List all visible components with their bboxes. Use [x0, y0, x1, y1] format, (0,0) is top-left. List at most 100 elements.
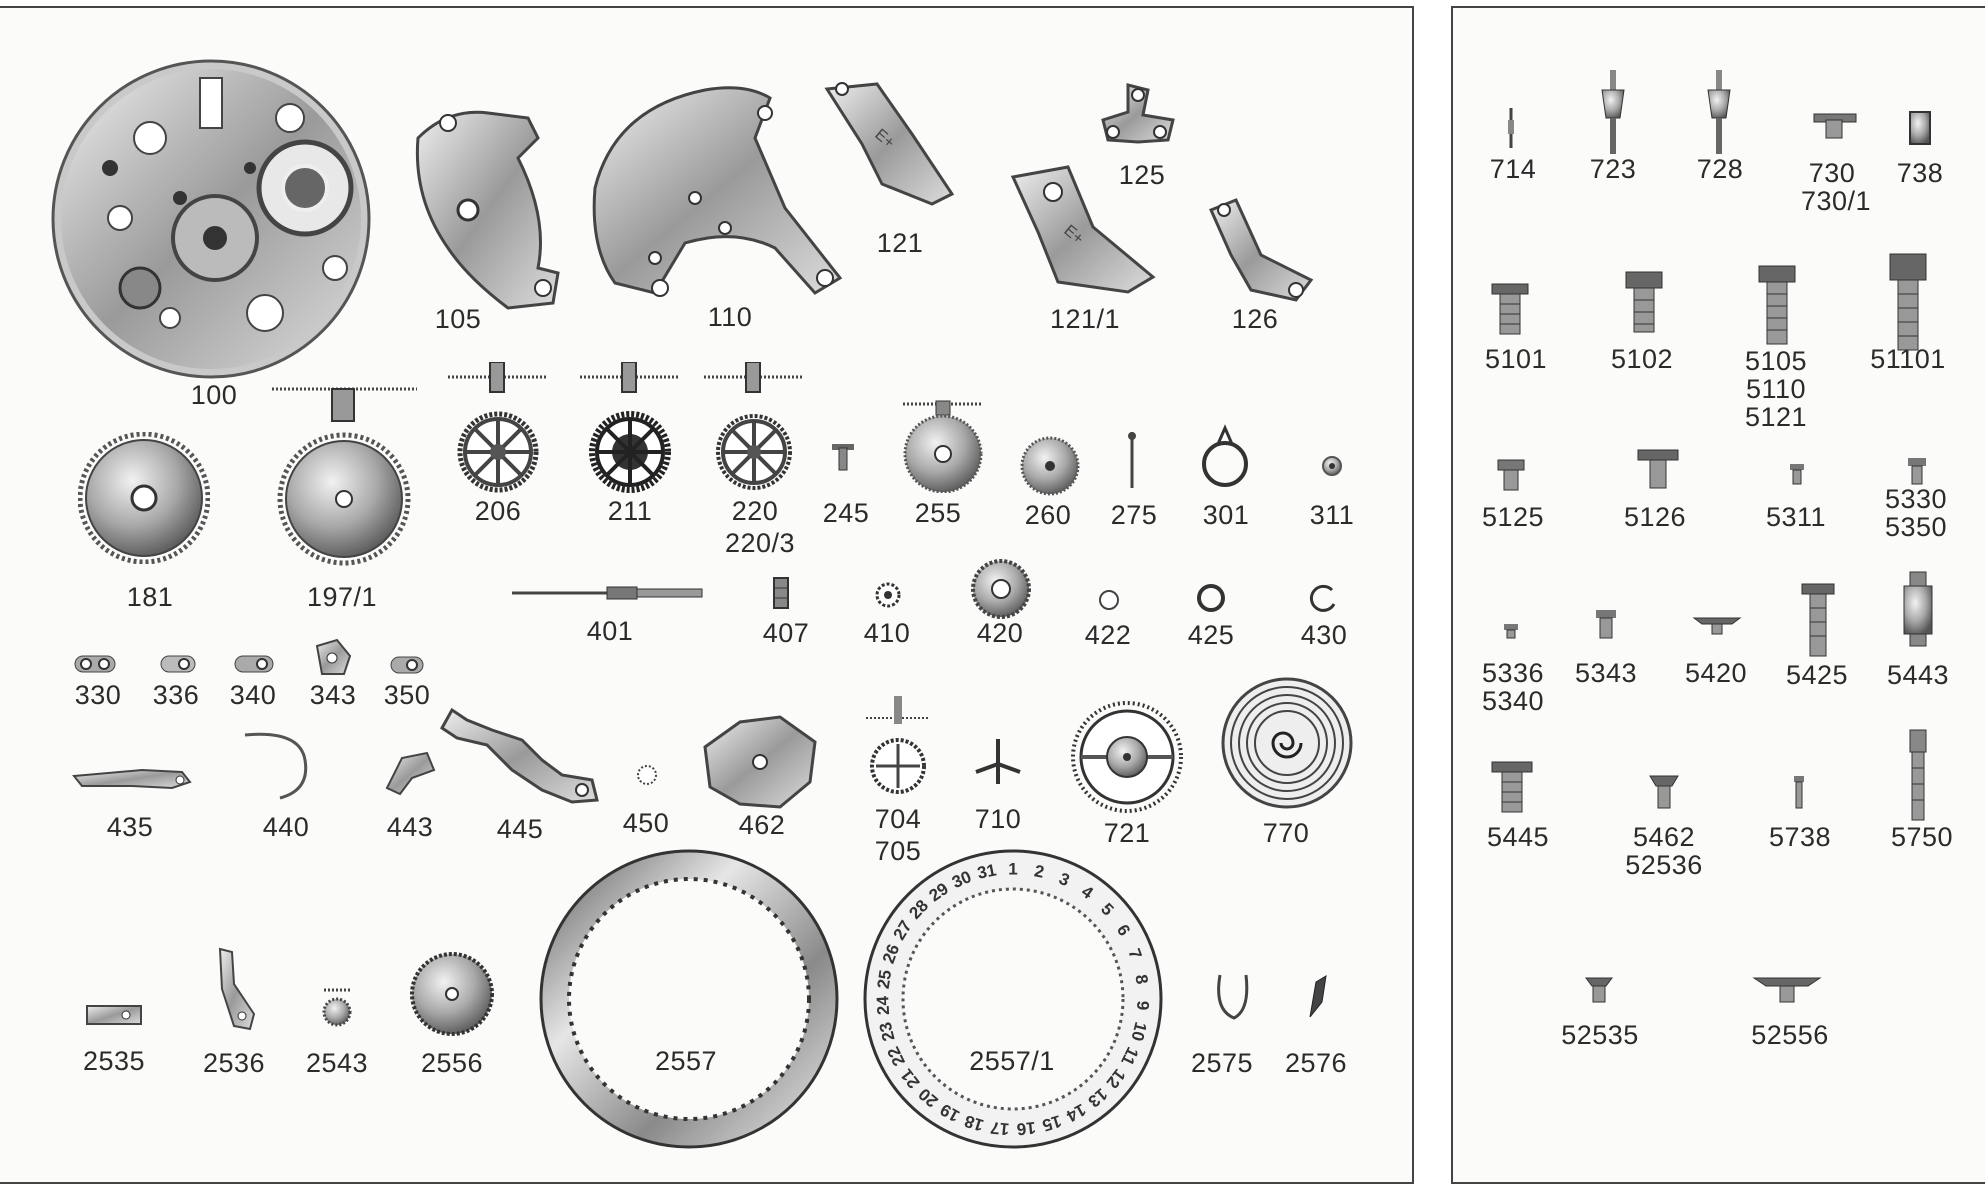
label-206: 206	[474, 496, 522, 526]
part-311-part	[1318, 454, 1346, 478]
part-121-lever: E+	[822, 74, 957, 209]
label-5110: 5110	[1745, 374, 1807, 404]
label-275: 275	[1110, 500, 1158, 530]
label-2556: 2556	[420, 1048, 484, 1078]
label-5311: 5311	[1765, 502, 1827, 532]
screw-5738	[1792, 774, 1806, 810]
part-730-roller	[1812, 110, 1858, 142]
part-2535-plate	[86, 1003, 142, 1027]
label-730-1: 730/1	[1800, 186, 1872, 216]
label-730: 730	[1808, 158, 1856, 188]
part-275-pin	[1124, 430, 1140, 490]
label-350: 350	[383, 680, 431, 710]
label-401: 401	[586, 616, 634, 646]
label-2536: 2536	[202, 1048, 266, 1078]
label-197-1: 197/1	[306, 582, 378, 612]
part-336-jewel	[160, 653, 196, 675]
label-435: 435	[106, 812, 154, 842]
part-422-washer	[1097, 588, 1121, 612]
part-2576-jumper	[1302, 972, 1330, 1022]
part-723-staff	[1596, 68, 1630, 156]
label-211: 211	[607, 496, 653, 526]
part-255-wheel	[903, 398, 983, 493]
part-407-pinion	[770, 576, 792, 610]
label-52535: 52535	[1561, 1020, 1639, 1050]
label-340: 340	[229, 680, 277, 710]
label-330: 330	[74, 680, 122, 710]
label-51101: 51101	[1870, 344, 1946, 374]
label-2557: 2557	[654, 1046, 718, 1076]
part-105-bridge	[408, 98, 568, 313]
label-5125: 5125	[1481, 502, 1545, 532]
label-220: 220	[731, 496, 779, 526]
part-401-stem	[512, 582, 707, 604]
part-2557-ring	[538, 848, 840, 1150]
part-443-lever	[382, 748, 438, 798]
screw-5105	[1755, 264, 1799, 348]
label-5101: 5101	[1484, 344, 1548, 374]
part-450-pinion	[635, 763, 659, 787]
label-422: 422	[1084, 620, 1132, 650]
screw-5343	[1594, 608, 1618, 640]
label-343: 343	[309, 680, 357, 710]
date-digit: 10	[1127, 1020, 1150, 1043]
date-digit: 1	[1008, 859, 1017, 878]
part-462-bridge	[700, 712, 820, 812]
label-311: 311	[1309, 500, 1355, 530]
part-430-clip	[1308, 582, 1340, 614]
date-digit: 16	[1016, 1118, 1037, 1139]
screw-5420	[1692, 612, 1742, 636]
label-705: 705	[874, 836, 922, 866]
date-digit: 24	[873, 995, 893, 1015]
screw-5425	[1800, 582, 1836, 658]
label-260: 260	[1024, 500, 1072, 530]
part-2536-lever	[212, 944, 262, 1034]
part-260-wheel	[1020, 436, 1080, 496]
part-350-jewel	[390, 655, 424, 675]
label-5425: 5425	[1785, 660, 1849, 690]
label-245: 245	[822, 498, 870, 528]
label-125: 125	[1118, 160, 1166, 190]
label-450: 450	[622, 808, 670, 838]
label-728: 728	[1696, 154, 1744, 184]
date-digit: 17	[989, 1118, 1010, 1139]
label-420: 420	[976, 618, 1024, 648]
label-704: 704	[874, 804, 922, 834]
part-435-lever	[72, 758, 192, 798]
label-738: 738	[1896, 158, 1944, 188]
label-440: 440	[262, 812, 310, 842]
label-5126: 5126	[1623, 502, 1687, 532]
label-5420: 5420	[1684, 658, 1748, 688]
label-52556: 52556	[1751, 1020, 1829, 1050]
part-301-spring	[1200, 424, 1250, 492]
label-714: 714	[1489, 154, 1537, 184]
part-2575-spring	[1212, 970, 1256, 1030]
date-digit: 23	[876, 1020, 899, 1043]
label-462: 462	[738, 810, 786, 840]
date-digit: 8	[1131, 973, 1151, 985]
label-2557-1: 2557/1	[969, 1046, 1055, 1076]
part-121-1-lever: E+	[1008, 162, 1158, 297]
label-2576: 2576	[1284, 1048, 1348, 1078]
label-5350: 5350	[1884, 512, 1948, 542]
label-5443: 5443	[1886, 660, 1950, 690]
part-211-wheel	[580, 362, 680, 497]
label-5445: 5445	[1486, 822, 1550, 852]
label-5330: 5330	[1884, 484, 1948, 514]
screw-5311	[1788, 462, 1806, 486]
label-110: 110	[707, 302, 753, 332]
screw-5336	[1502, 622, 1520, 640]
date-digit: 9	[1133, 1000, 1152, 1010]
label-5336: 5336	[1481, 658, 1545, 688]
date-digit: 2	[1033, 861, 1046, 882]
label-5340: 5340	[1481, 686, 1545, 716]
date-digit: 15	[1040, 1111, 1064, 1135]
label-52536: 52536	[1625, 850, 1703, 880]
label-220-3: 220/3	[724, 528, 796, 558]
label-255: 255	[914, 498, 962, 528]
screw-52556	[1752, 974, 1822, 1004]
label-2543: 2543	[305, 1048, 369, 1078]
part-420-wheel	[970, 558, 1032, 620]
label-105: 105	[434, 304, 482, 334]
label-5738: 5738	[1768, 822, 1832, 852]
